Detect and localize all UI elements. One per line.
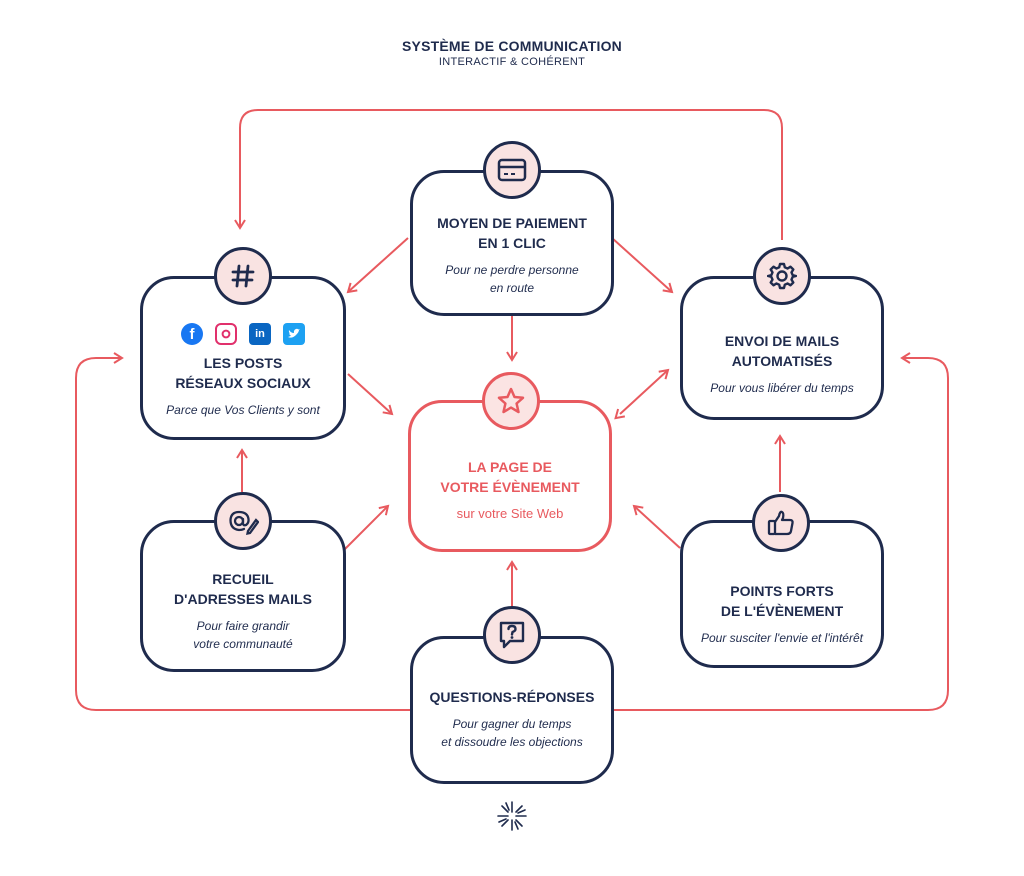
at-sign-pen-icon <box>214 492 272 550</box>
node-paiement-desc-1: Pour ne perdre personne <box>445 263 579 277</box>
node-points-title-2: DE L'ÉVÈNEMENT <box>720 603 844 619</box>
node-questions-title: QUESTIONS-RÉPONSES <box>429 689 595 705</box>
node-questions: QUESTIONS-RÉPONSES Pour gagner du temps … <box>410 636 614 784</box>
node-recueil-title-2: D'ADRESSES MAILS <box>174 591 312 607</box>
gear-icon <box>753 247 811 305</box>
node-mails-title-2: AUTOMATISÉS <box>731 353 833 369</box>
question-bubble-icon <box>483 606 541 664</box>
facebook-icon: f <box>181 323 203 345</box>
node-posts-title-2: RÉSEAUX SOCIAUX <box>175 375 311 391</box>
node-mails-desc: Pour vous libérer du temps <box>710 381 854 395</box>
node-questions-desc-2: et dissoudre les objections <box>441 735 583 749</box>
hashtag-icon <box>214 247 272 305</box>
node-page-title-1: LA PAGE DE <box>467 459 552 475</box>
node-points-title-1: POINTS FORTS <box>730 583 834 599</box>
node-posts-title-1: LES POSTS <box>203 355 283 371</box>
arrow-paiement-posts <box>346 237 409 294</box>
instagram-icon <box>215 323 237 345</box>
social-icons: f in <box>143 323 343 345</box>
node-paiement: MOYEN DE PAIEMENT EN 1 CLIC Pour ne perd… <box>410 170 614 316</box>
node-recueil-desc: Pour faire grandir votre communauté <box>143 617 343 653</box>
node-points: POINTS FORTS DE L'ÉVÈNEMENT Pour suscite… <box>680 520 884 668</box>
credit-card-icon <box>483 141 541 199</box>
node-recueil-desc-1: Pour faire grandir <box>196 619 290 633</box>
node-posts-desc: Parce que Vos Clients y sont <box>166 403 320 417</box>
node-recueil-title-1: RECUEIL <box>212 571 274 587</box>
arrow-recueil-page <box>343 504 390 551</box>
loop-right-arrow <box>612 352 949 711</box>
arrow-posts-page <box>347 373 394 416</box>
star-icon <box>482 372 540 430</box>
node-recueil-desc-2: votre communauté <box>193 637 293 651</box>
node-paiement-title-1: MOYEN DE PAIEMENT <box>437 215 587 231</box>
thumbs-up-icon <box>752 494 810 552</box>
node-mails-title-1: ENVOI DE MAILS <box>724 333 840 349</box>
node-page-title-2: VOTRE ÉVÈNEMENT <box>440 479 580 495</box>
diagram-subtitle: INTERACTIF & COHÉRENT <box>438 56 586 68</box>
node-paiement-title-2: EN 1 CLIC <box>478 235 546 251</box>
loop-top-arrow <box>234 109 783 240</box>
arrow-points-page <box>632 504 681 549</box>
node-points-desc: Pour susciter l'envie et l'intérêt <box>701 631 863 645</box>
arrow-paiement-mails <box>611 237 674 294</box>
node-questions-desc-1: Pour gagner du temps <box>452 717 572 731</box>
diagram-title: SYSTÈME DE COMMUNICATION <box>402 38 622 54</box>
twitter-icon <box>283 323 305 345</box>
node-paiement-desc-2: en route <box>489 281 535 295</box>
linkedin-icon: in <box>249 323 271 345</box>
node-questions-desc: Pour gagner du temps et dissoudre les ob… <box>413 715 611 751</box>
loop-left-arrow <box>75 352 410 711</box>
node-page-desc: sur votre Site Web <box>456 506 564 521</box>
node-paiement-desc: Pour ne perdre personne en route <box>413 261 611 297</box>
arrow-page-mails <box>614 368 670 420</box>
logo-burst-icon <box>497 801 527 831</box>
